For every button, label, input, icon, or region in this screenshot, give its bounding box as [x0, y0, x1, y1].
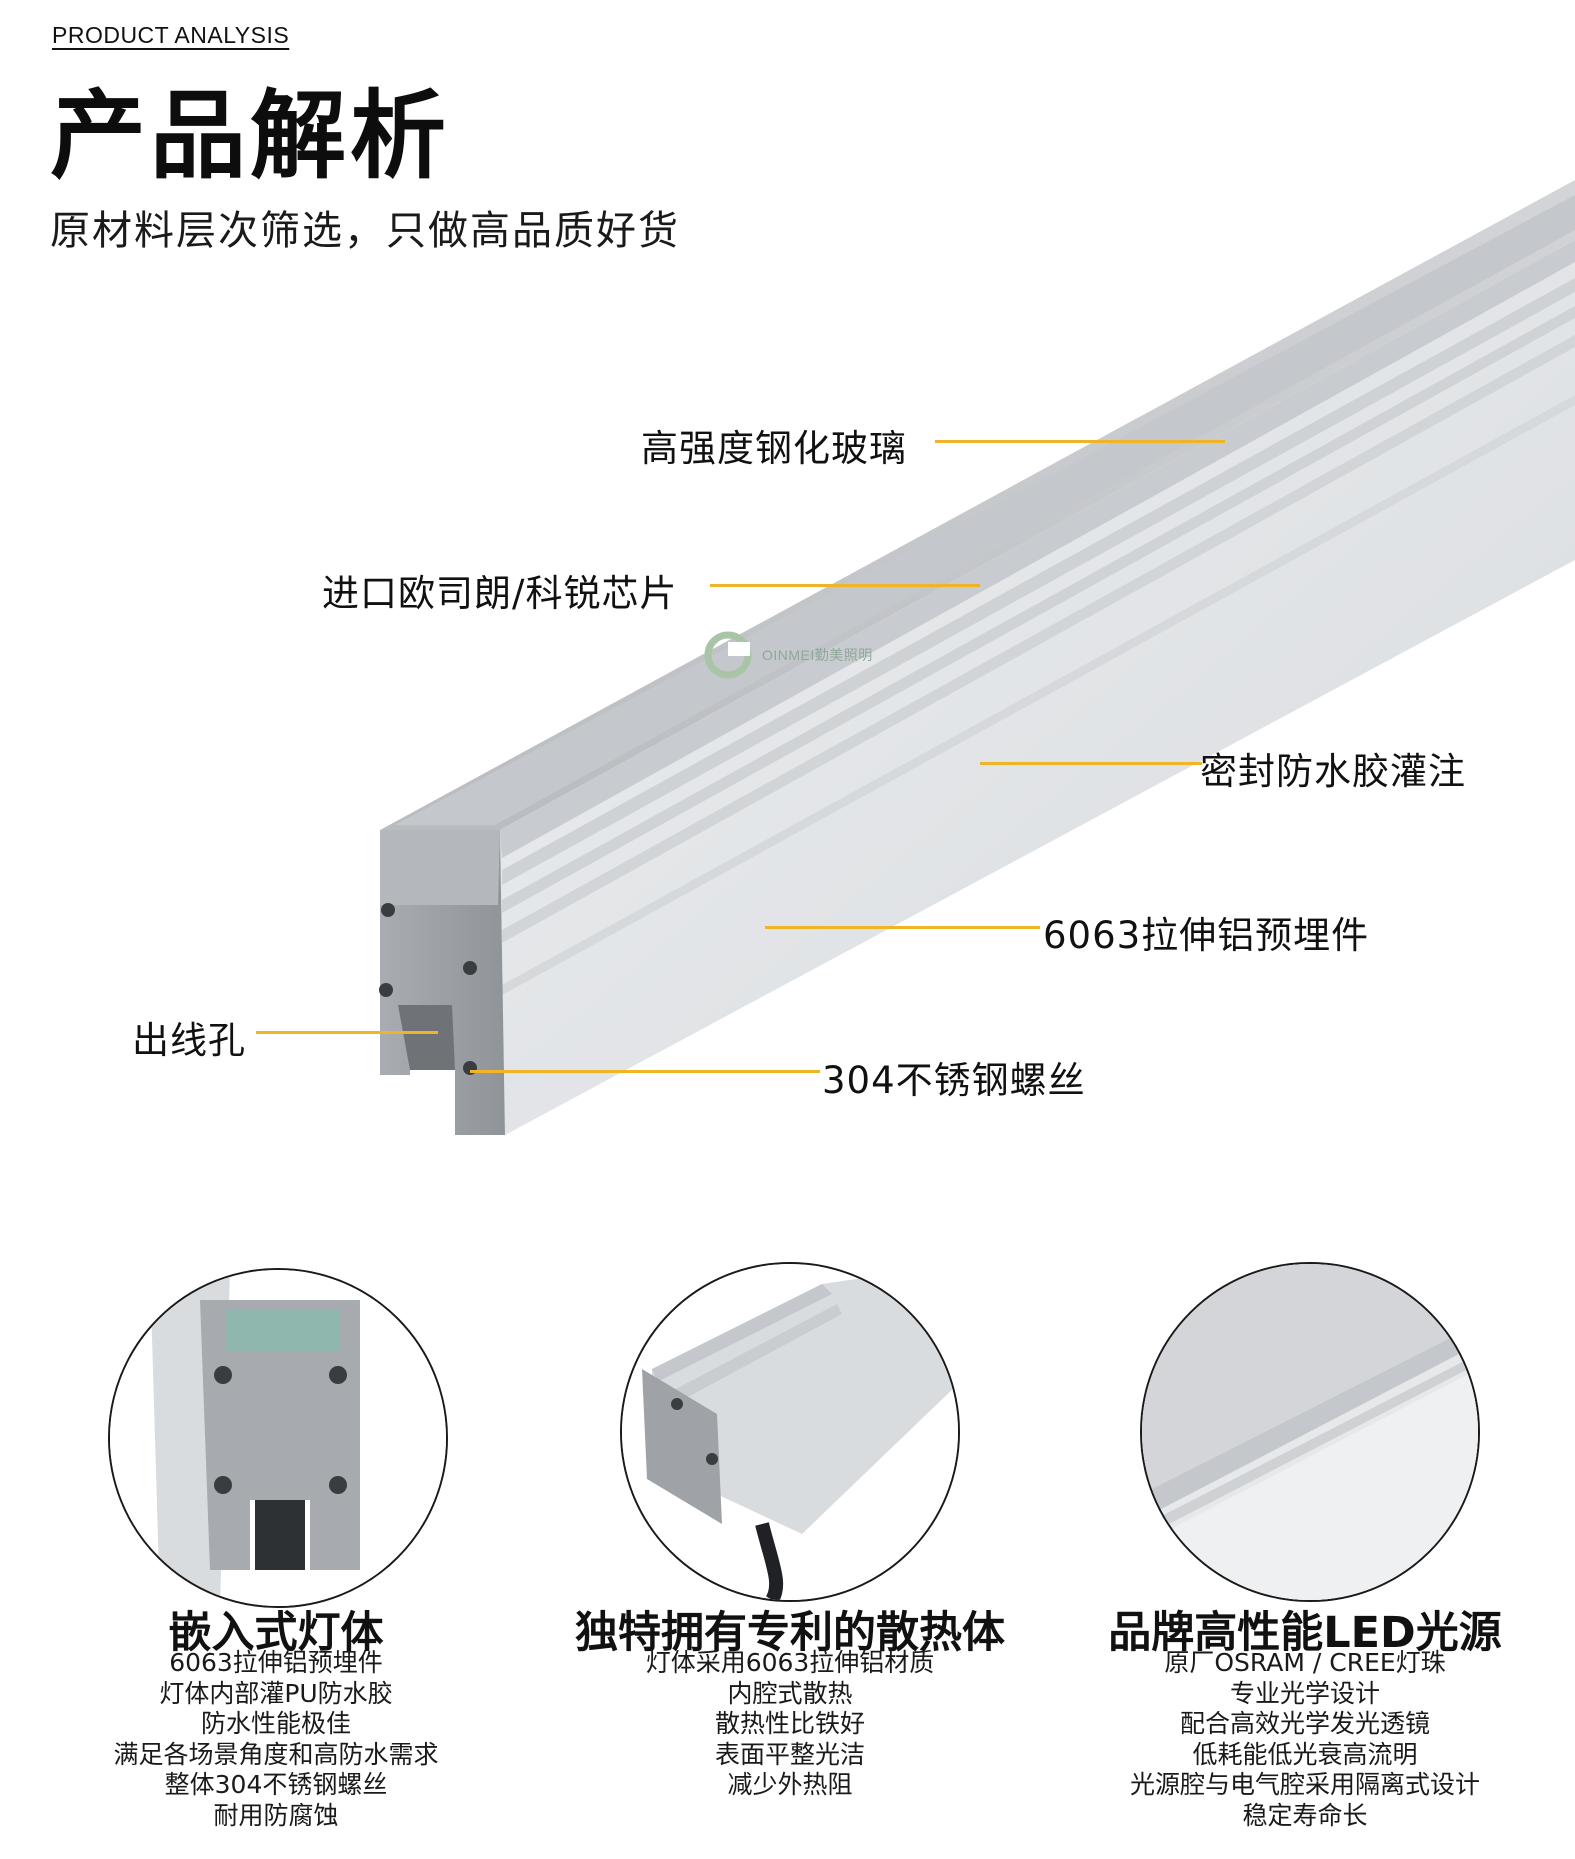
feature-line: 减少外热阻 — [727, 1770, 853, 1799]
feature-image-embedded — [108, 1268, 448, 1608]
callout-screws: 304不锈钢螺丝 — [822, 1059, 1086, 1102]
screw-icons — [379, 903, 477, 1075]
callout-sealant: 密封防水胶灌注 — [1200, 750, 1466, 793]
feature-line: 防水性能极佳 — [200, 1709, 351, 1738]
feature-title-embedded: 嵌入式灯体 — [168, 1608, 384, 1658]
callout-line-aluminum — [765, 926, 1040, 929]
callout-line-chip — [710, 584, 980, 587]
feature-image-heatsink — [620, 1262, 960, 1602]
page-title: 产品解析 — [50, 80, 450, 192]
feature-title-heatsink: 独特拥有专利的散热体 — [575, 1608, 1005, 1658]
feature-line: 低耗能低光衰高流明 — [1192, 1739, 1418, 1769]
callout-line-glass — [935, 440, 1225, 443]
callout-line-sealant — [980, 762, 1202, 765]
product-illustration — [379, 180, 1575, 1135]
feature-line: 6063拉伸铝预埋件 — [169, 1648, 383, 1677]
callout-line-cable-hole — [256, 1031, 438, 1034]
callout-cable-hole: 出线孔 — [132, 1019, 246, 1062]
callout-aluminum: 6063拉伸铝预埋件 — [1043, 914, 1370, 957]
glass-top — [380, 180, 1575, 830]
feature-list-led: 原厂OSRAM / CREE灯珠 专业光学设计 配合高效光学发光透镜 低耗能低光… — [1110, 1648, 1500, 1831]
section-eyebrow: PRODUCT ANALYSIS — [52, 22, 290, 48]
callout-glass: 高强度钢化玻璃 — [641, 427, 907, 470]
feature-line: 专业光学设计 — [1229, 1678, 1380, 1708]
brand-watermark: OINMEI勤美照明 — [762, 647, 873, 663]
brand-logo-icon — [704, 631, 752, 679]
feature-line: 耐用防腐蚀 — [213, 1800, 339, 1830]
feature-line: 表面平整光洁 — [714, 1739, 865, 1769]
callout-chip: 进口欧司朗/科锐芯片 — [322, 572, 678, 615]
feature-list-embedded: 6063拉伸铝预埋件 灯体内部灌PU防水胶 防水性能极佳 满足各场景角度和高防水… — [96, 1648, 456, 1831]
feature-line: 光源腔与电气腔采用隔离式设计 — [1129, 1770, 1480, 1799]
feature-line: 稳定寿命长 — [1242, 1800, 1368, 1830]
feature-line: 整体304不锈钢螺丝 — [164, 1770, 388, 1799]
feature-line: 灯体采用6063拉伸铝材质 — [645, 1648, 935, 1677]
feature-line: 灯体内部灌PU防水胶 — [159, 1678, 393, 1708]
feature-line: 原厂OSRAM / CREE灯珠 — [1164, 1648, 1446, 1677]
feature-title-led: 品牌高性能LED光源 — [1108, 1608, 1502, 1658]
feature-list-heatsink: 灯体采用6063拉伸铝材质 内腔式散热 散热性比铁好 表面平整光洁 减少外热阻 — [610, 1648, 970, 1801]
callout-line-screws — [470, 1070, 820, 1073]
feature-line: 内腔式散热 — [727, 1678, 853, 1708]
feature-line: 配合高效光学发光透镜 — [1179, 1709, 1430, 1738]
feature-line: 散热性比铁好 — [714, 1709, 865, 1738]
feature-line: 满足各场景角度和高防水需求 — [113, 1739, 439, 1769]
page-subtitle: 原材料层次筛选，只做高品质好货 — [50, 208, 680, 254]
feature-image-led — [1140, 1262, 1480, 1602]
